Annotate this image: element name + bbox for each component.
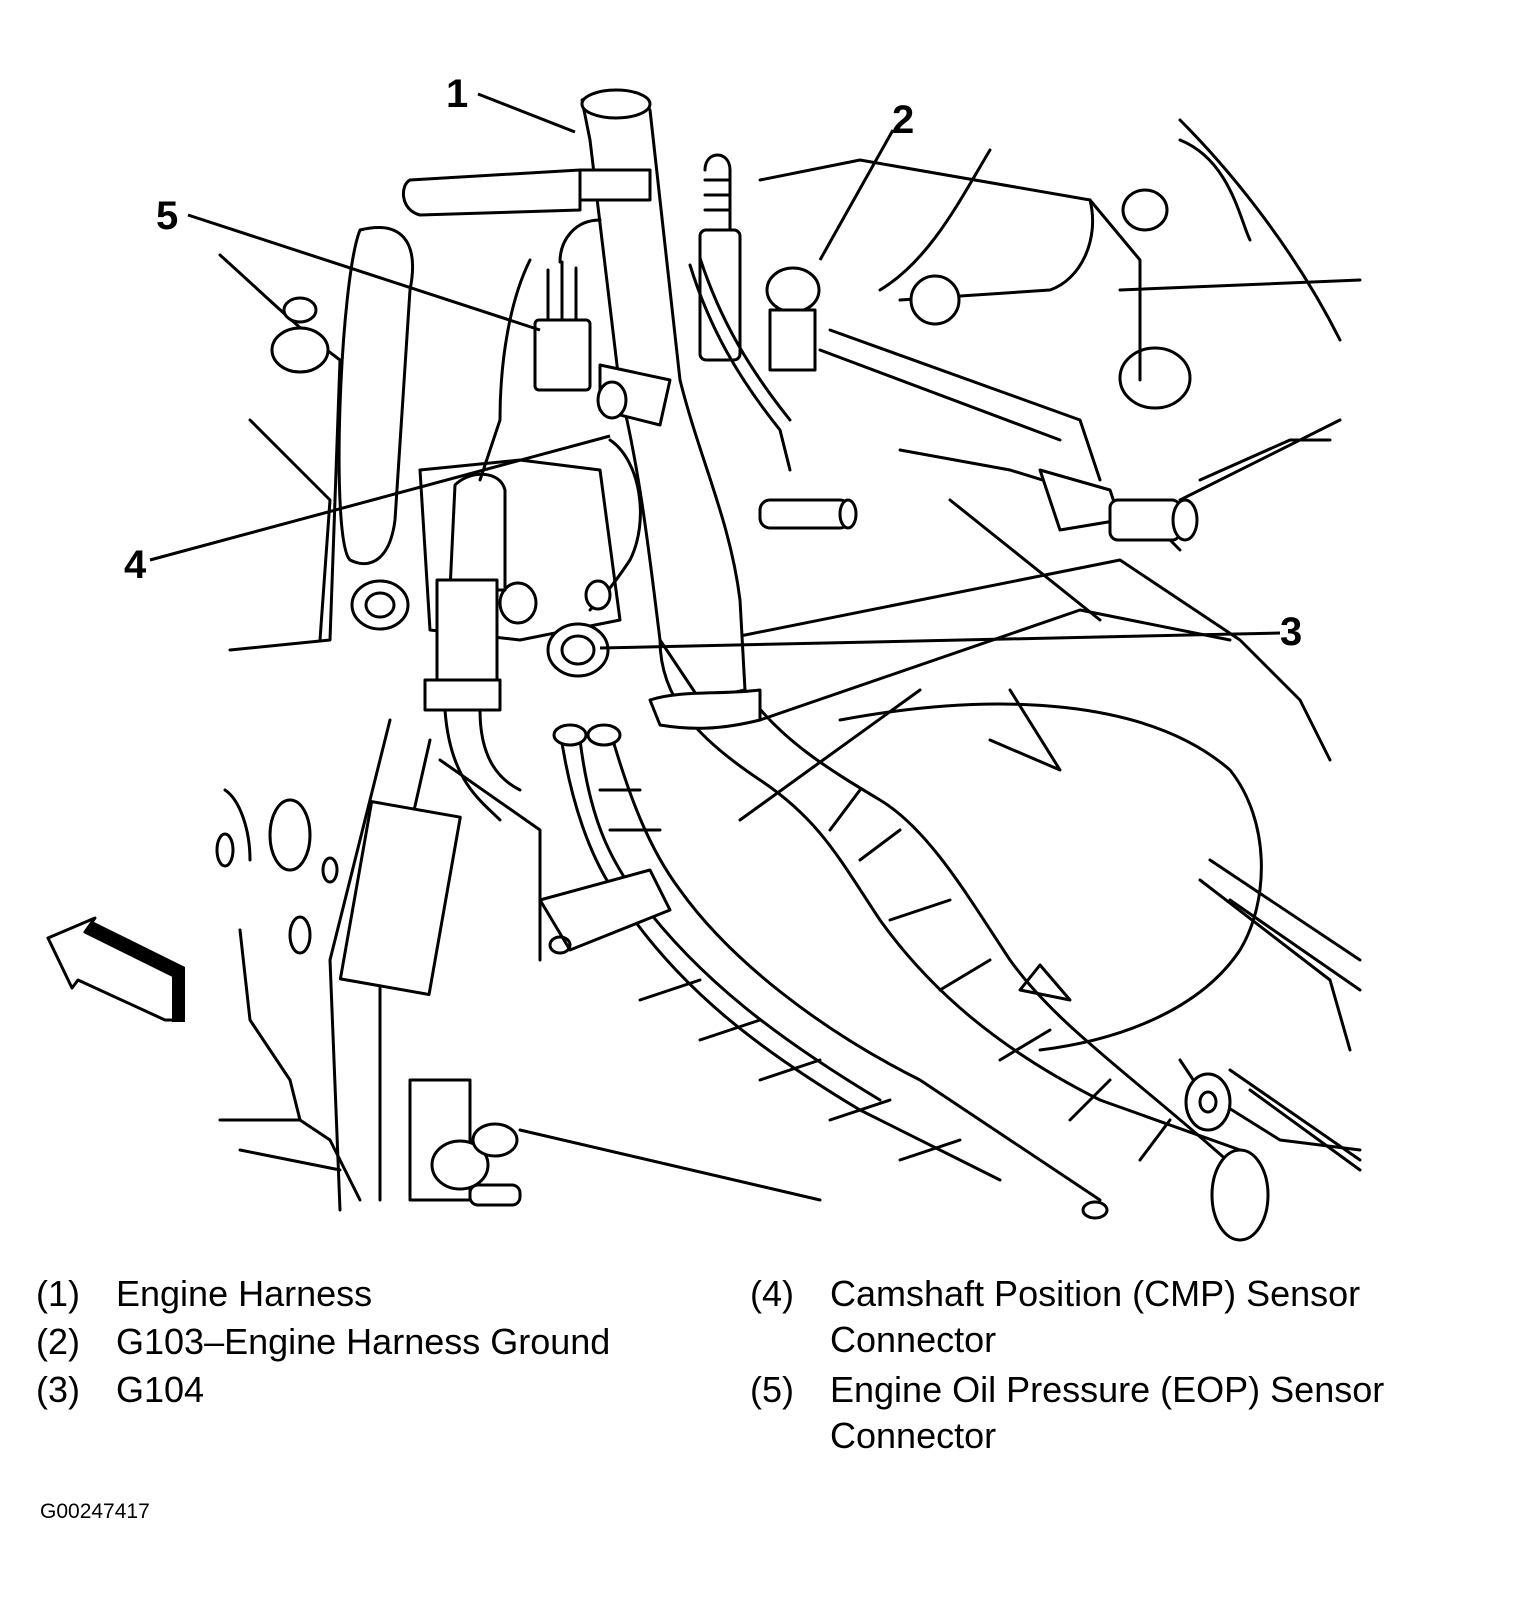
legend-label: G103–Engine Harness Ground: [116, 1321, 611, 1362]
legend-label: Engine Oil Pressure (EOP) Sensor: [830, 1369, 1385, 1410]
legend-number: (2): [36, 1321, 80, 1362]
callout-2: 2: [892, 98, 915, 142]
sensor-connectors: [478, 153, 858, 612]
transmission-housing: [718, 498, 1362, 1172]
callout-5: 5: [156, 194, 179, 238]
direction-arrow-icon: [46, 916, 185, 1022]
legend-label: Camshaft Position (CMP) Sensor: [830, 1273, 1361, 1314]
g104-ground-bolt: [546, 579, 612, 678]
legend-number: (4): [750, 1273, 794, 1314]
legend-label-continued: Connector: [830, 1319, 997, 1360]
engine-harness-illustration: [46, 88, 1362, 1242]
secondary-harness: [423, 472, 1109, 1220]
legend-number: (5): [750, 1369, 794, 1410]
legend-number: (1): [36, 1273, 80, 1314]
callout-4: 4: [124, 543, 147, 587]
leader-lines: [149, 92, 1281, 650]
legend-label: G104: [116, 1369, 205, 1410]
engine-components-right: [758, 118, 1362, 552]
engine-block: [215, 253, 542, 1212]
legend-label: Engine Harness: [116, 1273, 373, 1314]
legend-label-continued: Connector: [830, 1415, 997, 1456]
bottom-fasteners: [238, 1078, 822, 1207]
figure-id: G00247417: [40, 1500, 150, 1523]
engine-harness: [401, 88, 1270, 1242]
legend-number: (3): [36, 1369, 80, 1410]
mounting-bracket: [248, 226, 622, 642]
callout-3: 3: [1280, 610, 1303, 654]
callout-1: 1: [446, 72, 469, 116]
